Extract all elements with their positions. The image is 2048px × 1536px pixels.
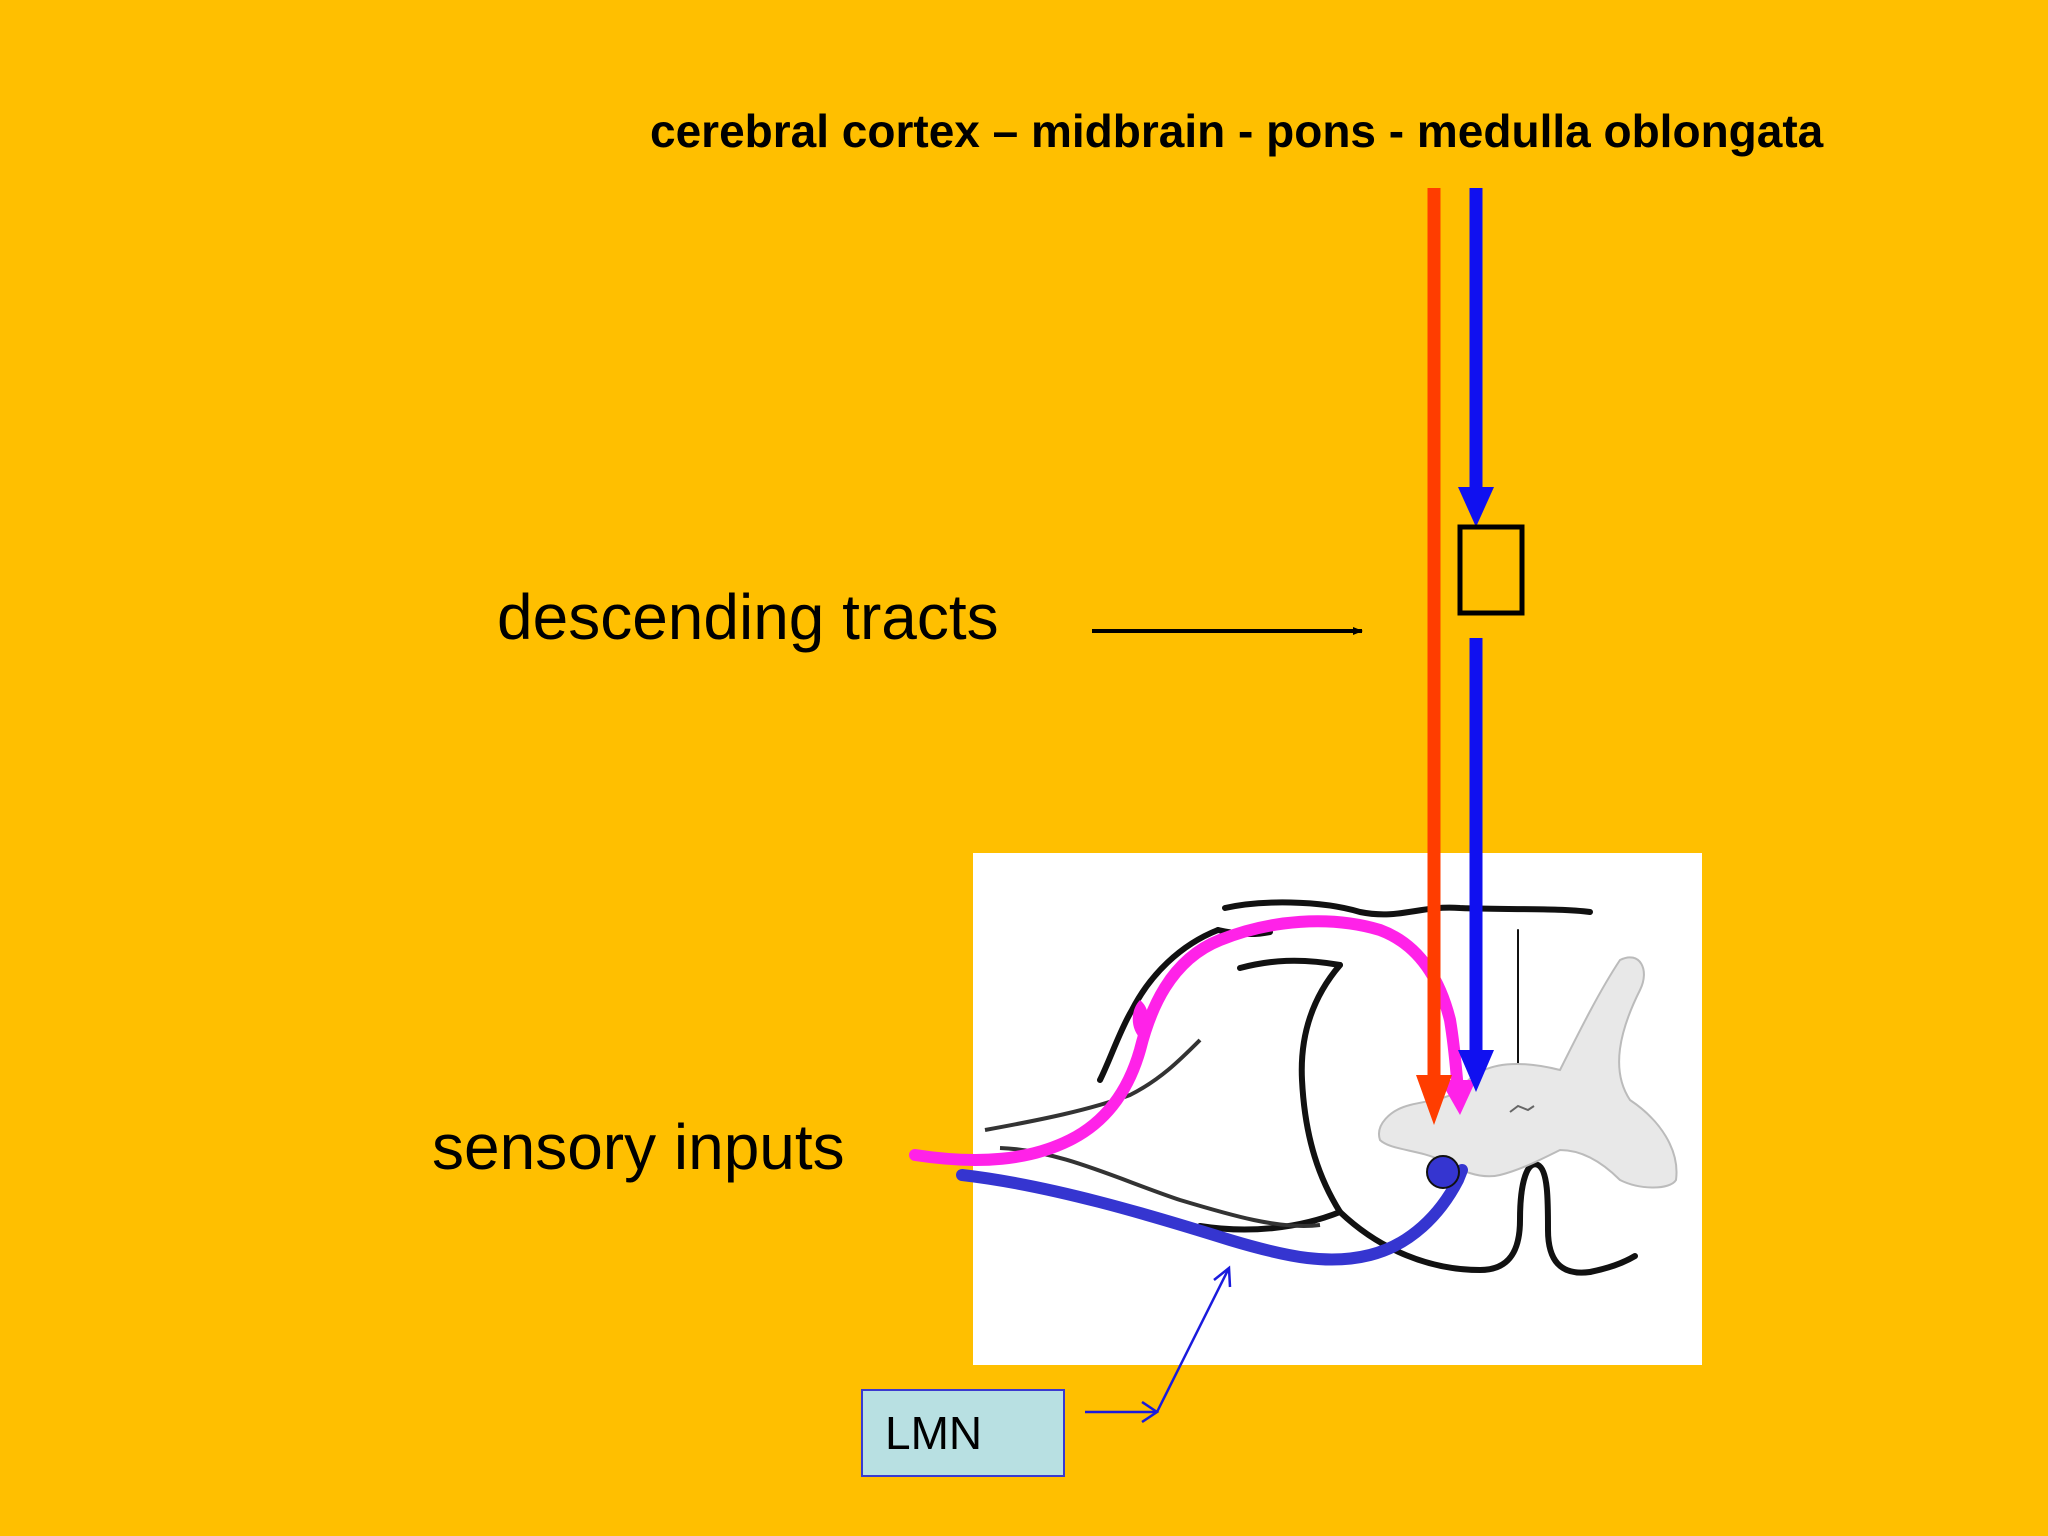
lmn-box: LMN <box>861 1389 1065 1477</box>
red-tract-arrowhead <box>1416 1075 1452 1125</box>
central-canal-mark <box>1509 1104 1535 1113</box>
sensory-fiber <box>909 915 1464 1166</box>
descending-tracts-label: descending tracts <box>497 581 999 653</box>
grey-matter <box>1378 956 1678 1189</box>
lmn-fiber <box>956 1164 1468 1266</box>
sensory-fiber-arrowhead <box>1440 1080 1476 1115</box>
lmn-cell-body <box>1426 1155 1460 1189</box>
sensory-inputs-label: sensory inputs <box>432 1111 845 1183</box>
diagram-title: cerebral cortex – midbrain - pons - medu… <box>650 105 1824 157</box>
blue-tract-lower-arrowhead <box>1458 1050 1494 1092</box>
lmn-label: LMN <box>885 1407 983 1459</box>
unicode-box-glyph <box>1457 524 1525 616</box>
blue-tract-upper-arrowhead <box>1458 487 1494 527</box>
ventral-root <box>984 1038 1321 1228</box>
lmn-pointer-arrow <box>1085 1265 1232 1424</box>
